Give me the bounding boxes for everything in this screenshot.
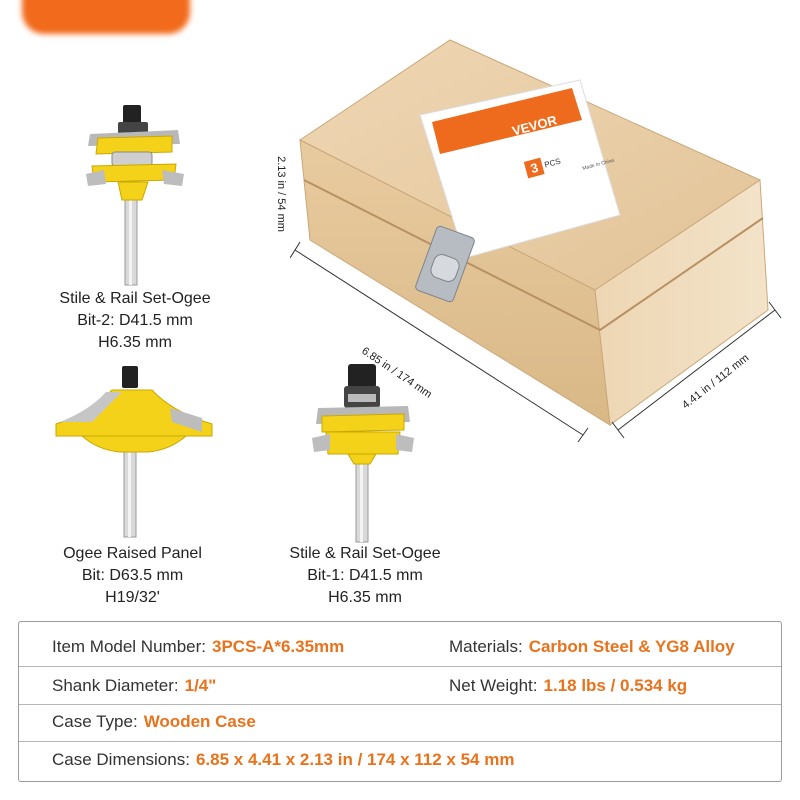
spec-divider xyxy=(19,704,781,705)
spec-table: Item Model Number:3PCS-A*6.35mm Material… xyxy=(18,621,782,782)
spec-shank-diameter: Shank Diameter:1/4" xyxy=(52,676,217,695)
spec-case-type: Case Type:Wooden Case xyxy=(52,712,256,731)
height-dimension-label: 2.13 in / 54 mm xyxy=(274,156,287,232)
spec-case-dimensions: Case Dimensions:6.85 x 4.41 x 2.13 in / … xyxy=(52,750,515,769)
spec-divider xyxy=(19,666,781,667)
ogee-raised-panel-bit-image xyxy=(55,366,213,538)
spec-materials: Materials:Carbon Steel & YG8 Alloy xyxy=(449,637,735,656)
router-bit-1-image xyxy=(312,364,414,543)
spec-model-number: Item Model Number:3PCS-A*6.35mm xyxy=(52,637,345,656)
router-bit-2-image xyxy=(86,105,184,286)
qty-number: 3 xyxy=(523,157,545,179)
spec-net-weight: Net Weight:1.18 lbs / 0.534 kg xyxy=(449,676,688,695)
corner-tab-decoration xyxy=(22,0,190,34)
spec-divider xyxy=(19,741,781,742)
qty-unit: PCS xyxy=(543,156,562,170)
